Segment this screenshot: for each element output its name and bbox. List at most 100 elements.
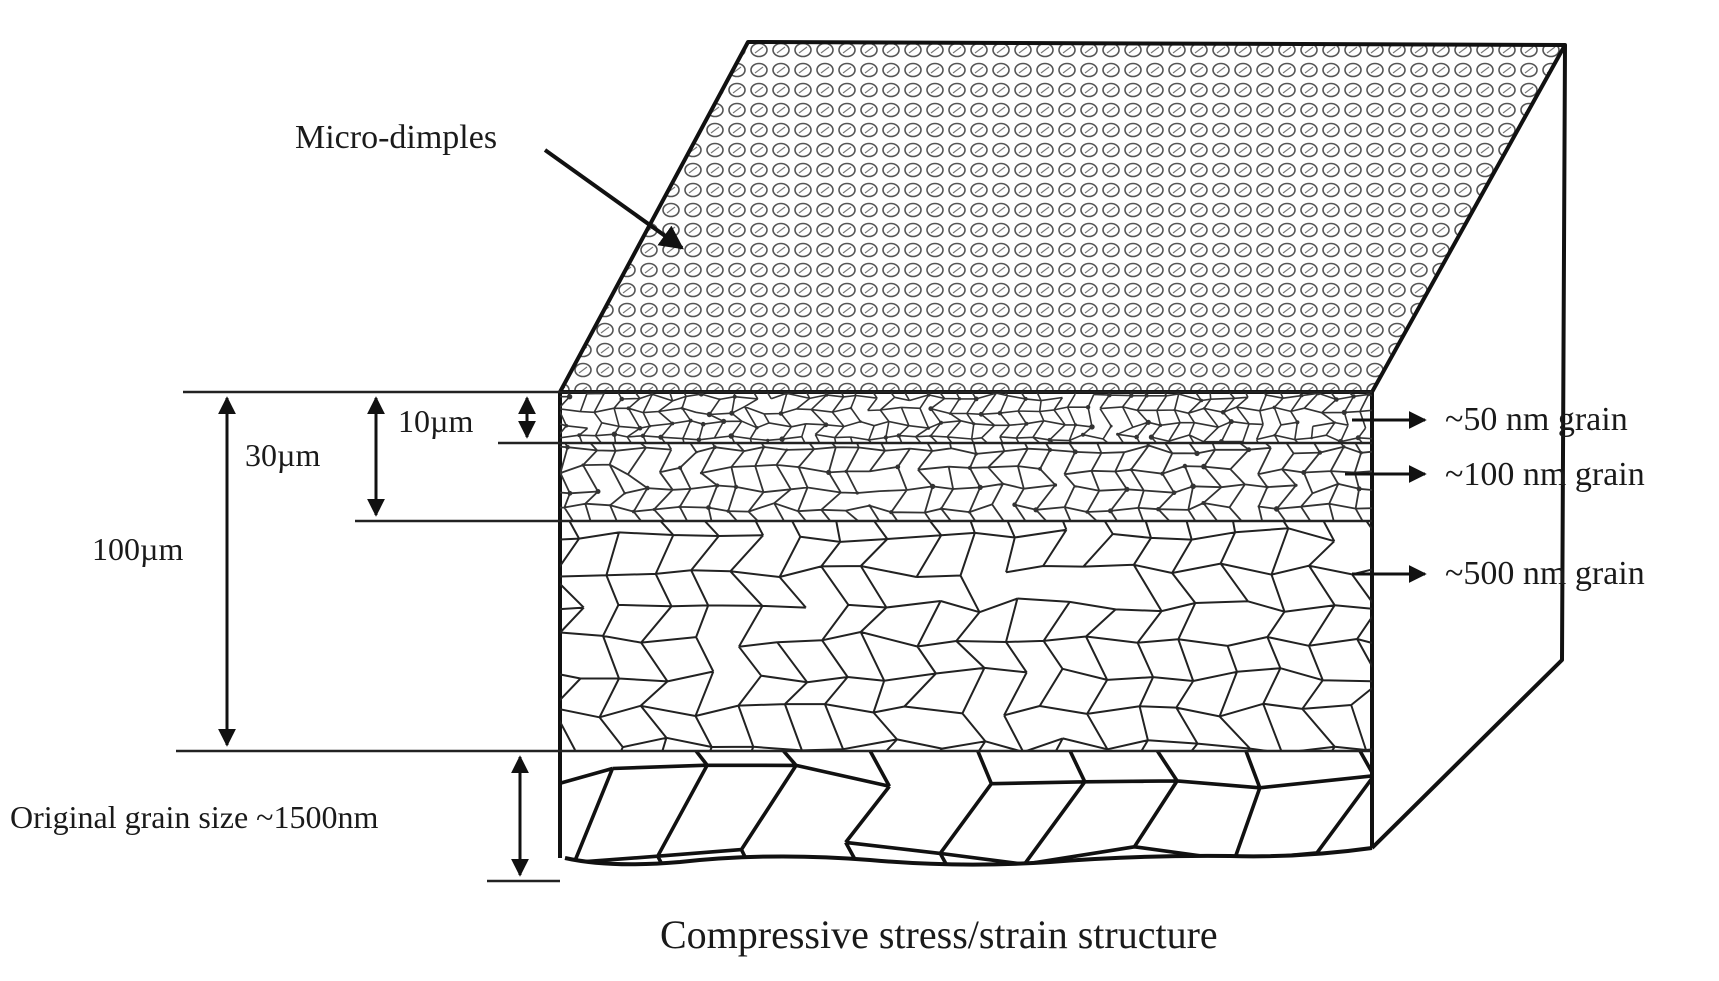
grain-node: [652, 508, 656, 511]
grain-node: [831, 523, 836, 528]
grain-node: [1107, 392, 1112, 398]
grain-node: [1026, 523, 1031, 528]
grain-node: [1081, 432, 1085, 437]
grain-50-label: ~50 nm grain: [1445, 401, 1628, 438]
grain-node: [608, 504, 612, 507]
grain-node: [1352, 547, 1355, 550]
grain-node: [1333, 421, 1337, 424]
grain-node: [1264, 393, 1268, 397]
grain-node: [626, 406, 631, 411]
grain-node: [826, 469, 832, 475]
grain-node: [595, 489, 601, 494]
grain-node: [896, 433, 901, 438]
grain-node: [619, 396, 625, 402]
grain-node: [1180, 431, 1184, 435]
grain-node: [902, 528, 907, 533]
grain-node: [560, 471, 563, 475]
grain-node: [974, 452, 978, 456]
grain-node: [755, 426, 759, 430]
grain-node: [957, 397, 962, 401]
grain-node: [1182, 463, 1188, 469]
grain-node: [929, 434, 932, 438]
grain-500-label: ~500 nm grain: [1445, 555, 1645, 592]
grain-node: [1065, 545, 1068, 548]
grain-node: [1072, 449, 1078, 455]
grain-node: [706, 411, 713, 418]
grain-node: [537, 384, 542, 389]
grain-node: [1273, 506, 1280, 512]
grain-node: [547, 419, 550, 422]
grain-node: [1265, 485, 1269, 489]
grain-node: [778, 411, 784, 416]
grain-node: [732, 394, 737, 399]
grain-node: [688, 418, 693, 423]
grain-node: [897, 547, 902, 552]
grain-node: [978, 411, 984, 417]
grain-node: [1336, 482, 1340, 486]
grain-node: [939, 420, 943, 425]
grain-node: [670, 526, 674, 530]
grain-node: [1273, 433, 1277, 437]
grain-node: [611, 431, 618, 437]
grain-node: [1012, 502, 1017, 508]
caption: Compressive stress/strain structure: [660, 912, 1218, 957]
grain-node: [844, 469, 848, 474]
grain-node: [706, 505, 711, 510]
grain-node: [891, 424, 896, 429]
grain-node: [696, 437, 702, 443]
dimension-10um-label: 10µm: [398, 403, 473, 439]
grain-node: [1351, 394, 1356, 399]
grain-node: [1106, 549, 1109, 552]
grain-node: [1053, 483, 1058, 487]
grain-node: [721, 418, 727, 424]
grain-node: [739, 523, 744, 528]
grain-node: [1129, 393, 1134, 398]
grain-100-label: ~100 nm grain: [1445, 456, 1645, 493]
grain-node: [1300, 394, 1304, 398]
grain-node: [670, 421, 675, 426]
grain-node: [1091, 430, 1095, 434]
grain-node: [1359, 451, 1363, 455]
grain-node: [1073, 423, 1078, 427]
grain-node: [1172, 524, 1176, 528]
grain-node: [785, 448, 789, 452]
grain-node: [779, 436, 785, 442]
grain-node: [1129, 468, 1133, 472]
grain-node: [658, 434, 664, 440]
grain-node: [1023, 396, 1028, 401]
grain-node: [700, 421, 706, 427]
grain-node: [1294, 483, 1298, 487]
grain-node: [889, 510, 894, 515]
grain-node: [1038, 467, 1042, 471]
grain-node: [701, 452, 706, 457]
grain-node: [729, 410, 735, 416]
grain-node: [1201, 501, 1206, 505]
grain-node: [943, 550, 946, 553]
dimension-30um-label: 30µm: [245, 437, 320, 473]
grain-node: [1173, 408, 1176, 412]
grain-node: [1109, 424, 1113, 428]
grain-node: [1085, 405, 1091, 410]
grain-node: [995, 429, 998, 432]
grain-node: [1202, 407, 1206, 410]
grain-node: [631, 509, 636, 514]
grain-node: [849, 406, 853, 410]
grain-node: [680, 406, 684, 410]
original-grain-label: Original grain size ~1500nm: [10, 799, 378, 835]
grain-node: [926, 393, 931, 397]
grain-node: [1047, 447, 1053, 452]
grain-node: [1257, 505, 1260, 508]
grain-node: [997, 410, 1003, 416]
grain-node: [564, 424, 569, 428]
grain-node: [1352, 453, 1355, 456]
grain-node: [797, 465, 800, 469]
grain-node: [928, 406, 934, 412]
grain-node: [1134, 434, 1139, 440]
grain-node: [939, 507, 943, 511]
grain-node: [728, 433, 735, 439]
grain-node: [1201, 463, 1207, 470]
top-surface: [558, 40, 1567, 394]
grain-node: [747, 541, 750, 544]
grain-boundaries: [560, 443, 1372, 521]
